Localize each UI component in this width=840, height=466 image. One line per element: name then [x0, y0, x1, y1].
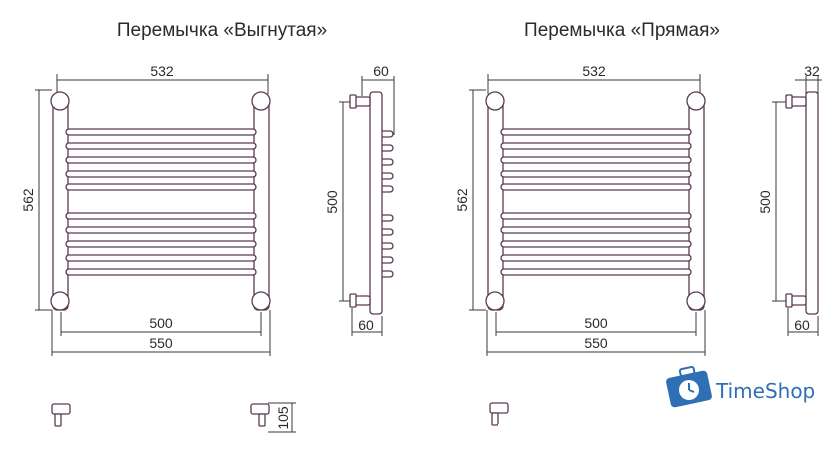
mount-bottom-left [50, 291, 70, 311]
dim-width-top: 532 [150, 63, 174, 79]
mount-bottom-right [251, 291, 271, 311]
left-post [52, 97, 69, 311]
dim-center-distance-right: 500 [584, 315, 608, 331]
left-front-view: 532 562 500 550 [20, 63, 271, 356]
mount-top-right [251, 91, 271, 111]
left-plan-view: 105 [51, 402, 296, 443]
dim-width-top-right: 532 [582, 63, 606, 79]
timeshop-logo: TimeShop [666, 365, 815, 408]
dim-side-depth-bottom: 60 [358, 317, 374, 333]
dim-overall-width: 550 [149, 335, 173, 351]
right-side-view: 32 500 60 [757, 63, 822, 336]
dim-overall-width-right: 550 [584, 335, 608, 351]
right-front-view: 532 562 500 550 [454, 63, 706, 356]
dim-side-height-right: 500 [757, 190, 773, 214]
left-side-view: 60 500 60 [324, 63, 395, 336]
side-post [369, 91, 383, 315]
logo-text: TimeShop [715, 379, 815, 403]
right-post [253, 97, 270, 311]
dim-side-depth-top: 60 [373, 63, 389, 79]
right-plan-view [489, 402, 702, 427]
dim-side-height: 500 [324, 190, 340, 214]
title-straight-jumper: Перемычка «Прямая» [524, 20, 720, 41]
dim-plan-depth: 105 [275, 406, 291, 430]
suitcase-clock-icon [666, 365, 712, 408]
dim-side-depth-top-right: 32 [804, 63, 820, 79]
title-curved-jumper: Перемычка «Выгнутая» [117, 20, 327, 41]
dim-height: 562 [20, 188, 36, 212]
dim-center-distance: 500 [149, 315, 173, 331]
dim-side-depth-bottom-right: 60 [794, 317, 810, 333]
mount-top-left [50, 91, 70, 111]
dim-height-right: 562 [454, 188, 470, 212]
